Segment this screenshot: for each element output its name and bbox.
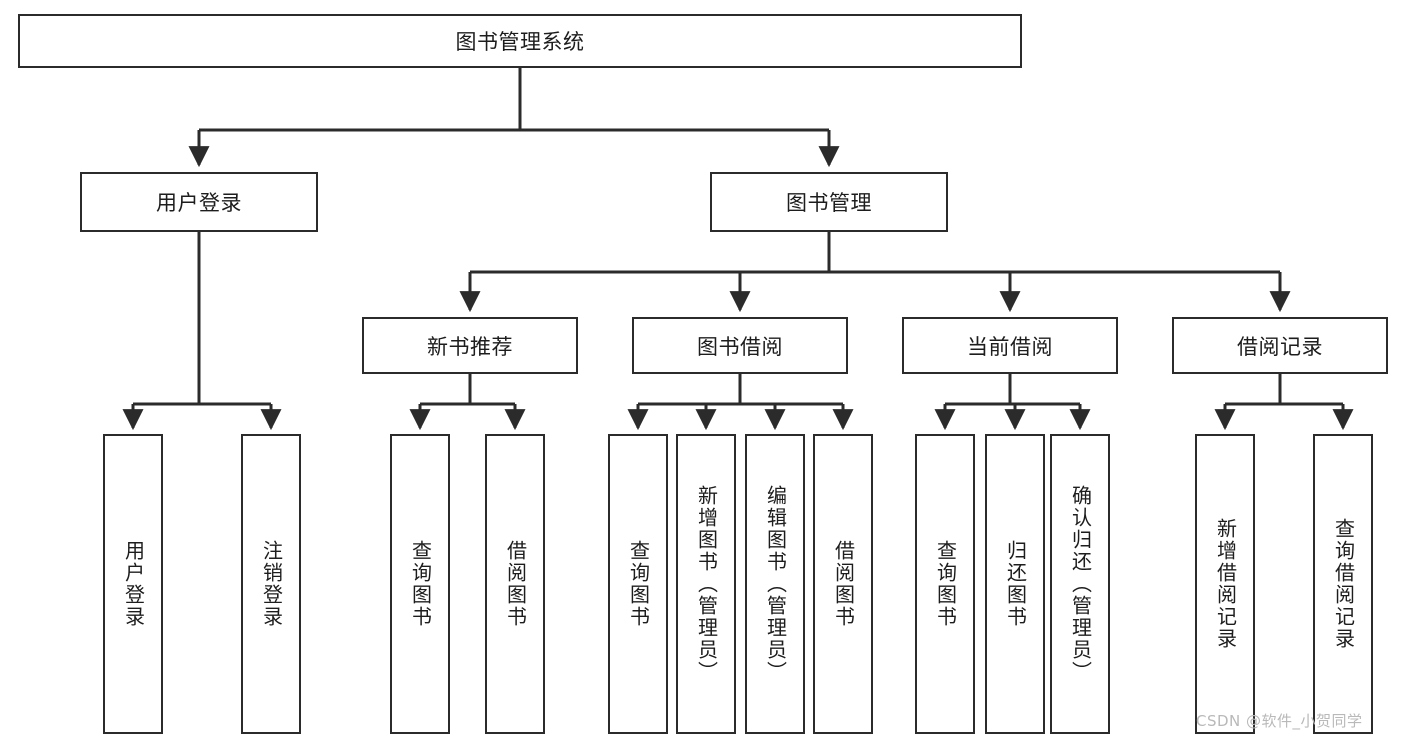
node-borrow-record[interactable]: 借阅记录 (1172, 317, 1388, 374)
csdn-watermark: CSDN @软件_小贺同学 (1196, 712, 1363, 730)
node-leaf-query-book-recommend[interactable]: 查询图书 (390, 434, 450, 734)
node-user-login[interactable]: 用户登录 (80, 172, 318, 232)
node-root-system[interactable]: 图书管理系统 (18, 14, 1022, 68)
node-leaf-add-book-admin[interactable]: 新增图书（管理员） (676, 434, 736, 734)
node-leaf-add-borrow-record[interactable]: 新增借阅记录 (1195, 434, 1255, 734)
node-leaf-query-borrow-record[interactable]: 查询借阅记录 (1313, 434, 1373, 734)
node-leaf-user-logout[interactable]: 注销登录 (241, 434, 301, 734)
node-current-borrow[interactable]: 当前借阅 (902, 317, 1118, 374)
node-book-management[interactable]: 图书管理 (710, 172, 948, 232)
node-book-borrow[interactable]: 图书借阅 (632, 317, 848, 374)
node-leaf-user-login[interactable]: 用户登录 (103, 434, 163, 734)
node-leaf-query-book-current[interactable]: 查询图书 (915, 434, 975, 734)
node-leaf-return-book[interactable]: 归还图书 (985, 434, 1045, 734)
node-new-book-recommend[interactable]: 新书推荐 (362, 317, 578, 374)
node-leaf-edit-book-admin[interactable]: 编辑图书（管理员） (745, 434, 805, 734)
node-leaf-confirm-return-admin[interactable]: 确认归还（管理员） (1050, 434, 1110, 734)
node-leaf-query-book[interactable]: 查询图书 (608, 434, 668, 734)
node-leaf-borrow-book[interactable]: 借阅图书 (813, 434, 873, 734)
node-leaf-borrow-book-recommend[interactable]: 借阅图书 (485, 434, 545, 734)
